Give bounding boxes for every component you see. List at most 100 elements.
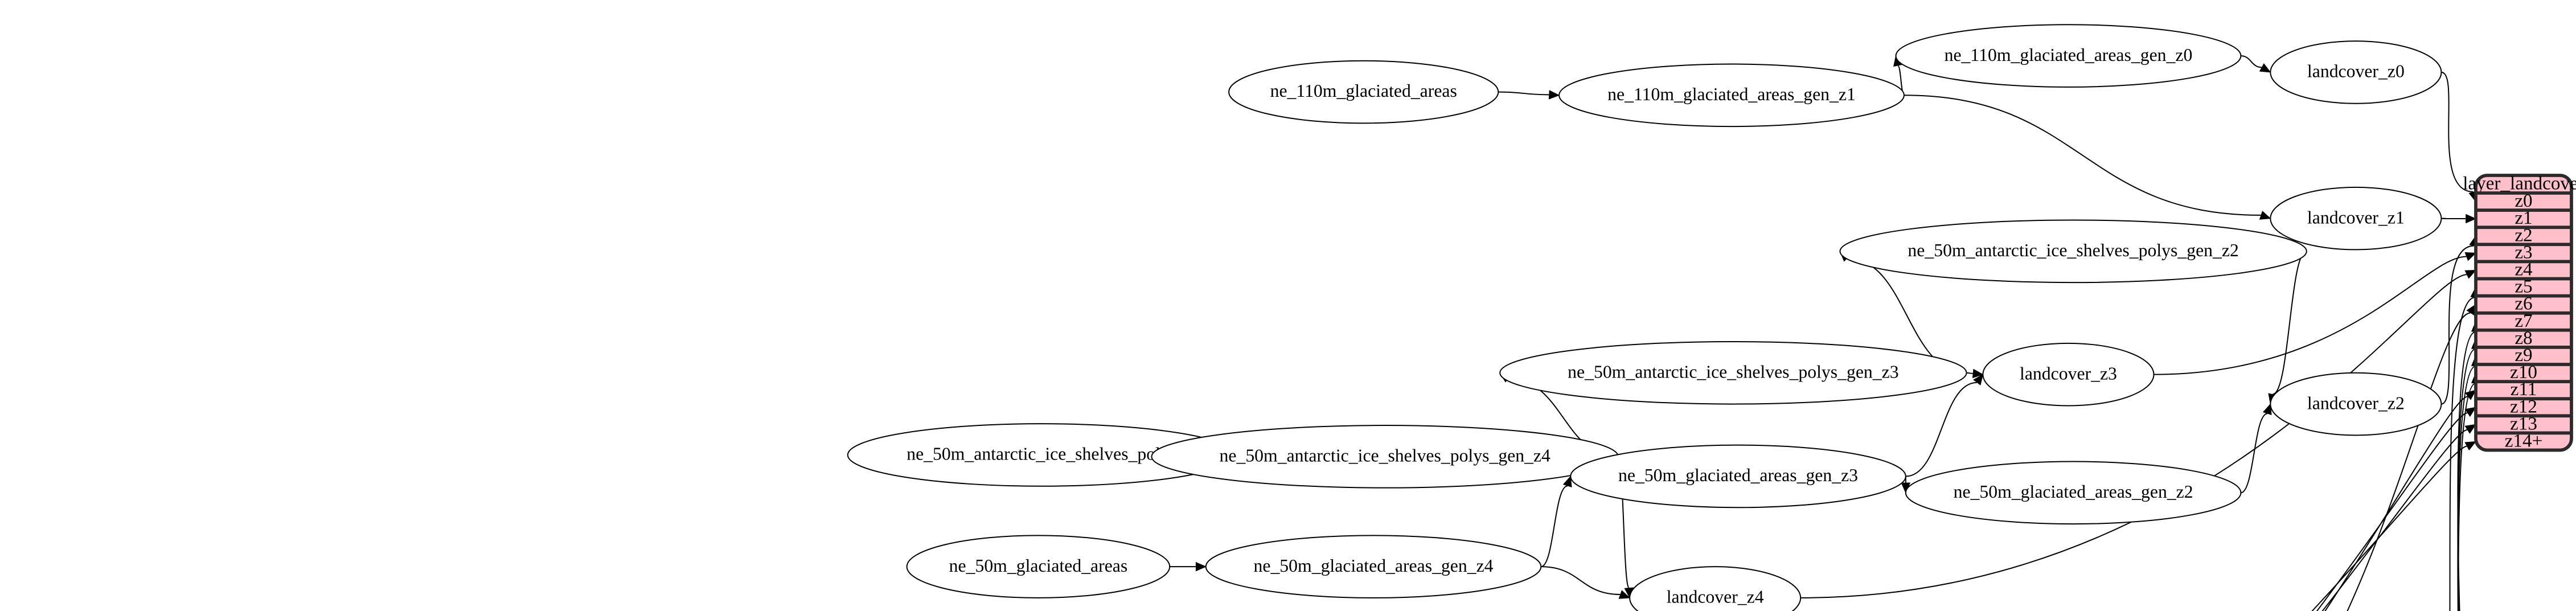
node-shape bbox=[1983, 343, 2153, 406]
node-label: ne_50m_glaciated_areas bbox=[949, 556, 1128, 576]
node-label: ne_50m_antarctic_ice_shelves_polys_gen_z… bbox=[1220, 446, 1551, 466]
node-ne_50m_glaciated_areas_gen_z2[interactable]: ne_50m_glaciated_areas_gen_z2 bbox=[1906, 462, 2241, 524]
node-ne_50m_glaciated_areas_gen_z4[interactable]: ne_50m_glaciated_areas_gen_z4 bbox=[1206, 535, 1541, 598]
node-label: landcover_z4 bbox=[1667, 587, 1764, 607]
record-row-z6[interactable]: z6 bbox=[2515, 293, 2532, 314]
edge-arrowhead bbox=[2260, 64, 2271, 72]
node-ne_110m_glaciated_areas_gen_z0[interactable]: ne_110m_glaciated_areas_gen_z0 bbox=[1896, 24, 2241, 87]
edge-osm_landcover_gen_z9-to-layer_landcover-z9 bbox=[2458, 366, 2484, 611]
edge-osm_landcover_polygon-to-layer_landcover-z14+ bbox=[335, 446, 2467, 611]
edge-landcover_z2-to-layer_landcover-z2 bbox=[2441, 246, 2474, 404]
record-node-layer-landcover[interactable]: layer_landcoverz0z1z2z3z4z5z6z7z8z9z10z1… bbox=[2463, 173, 2576, 452]
edge-arrowhead bbox=[1974, 375, 1983, 385]
node-shape bbox=[1206, 535, 1541, 598]
node-label: ne_110m_glaciated_areas_gen_z1 bbox=[1607, 84, 1856, 104]
node-label: landcover_z1 bbox=[2307, 207, 2405, 227]
node-ne_50m_antarctic_ice_shelves_polys[interactable]: ne_50m_antarctic_ice_shelves_polys bbox=[848, 424, 1236, 486]
node-shape bbox=[2270, 187, 2441, 250]
record-row-z13[interactable]: z13 bbox=[2510, 413, 2537, 434]
node-label: ne_110m_glaciated_areas_gen_z0 bbox=[1945, 45, 2193, 65]
node-ne_110m_glaciated_areas[interactable]: ne_110m_glaciated_areas bbox=[1229, 61, 1498, 124]
record-row-z8[interactable]: z8 bbox=[2515, 327, 2532, 348]
node-ne_50m_antarctic_ice_shelves_polys_gen_z4[interactable]: ne_50m_antarctic_ice_shelves_polys_gen_z… bbox=[1152, 425, 1618, 488]
edge-arrowhead bbox=[2465, 270, 2476, 278]
edge-arrowhead bbox=[2260, 211, 2271, 219]
record-row-z0[interactable]: z0 bbox=[2515, 190, 2532, 211]
record-row-z9[interactable]: z9 bbox=[2515, 345, 2532, 366]
node-ne_50m_glaciated_areas[interactable]: ne_50m_glaciated_areas bbox=[907, 535, 1170, 598]
record-row-z7[interactable]: z7 bbox=[2515, 310, 2532, 331]
edge-arrowhead bbox=[2465, 441, 2476, 450]
node-label: landcover_z3 bbox=[2020, 363, 2117, 383]
edge-ne_110m_glaciated_areas_gen_z1-to-landcover_z1 bbox=[1904, 95, 2261, 215]
edge-landcover_z6-to-layer_landcover-z6 bbox=[2154, 313, 2471, 611]
edge-ne_50m_glaciated_areas_gen_z2-to-landcover_z2 bbox=[2241, 414, 2267, 493]
record-header-label: layer_landcover bbox=[2463, 173, 2576, 194]
edge-arrowhead bbox=[2465, 252, 2476, 260]
node-shape bbox=[1896, 24, 2241, 87]
nodes-layer: imposm3osm_landcover_polygonsimplify_vw_… bbox=[0, 24, 2489, 611]
node-label: ne_50m_antarctic_ice_shelves_polys bbox=[906, 444, 1176, 464]
record-row-z4[interactable]: z4 bbox=[2515, 259, 2533, 280]
edge-osm_landcover_gen_z11-to-layer_landcover-z11 bbox=[1168, 396, 2468, 611]
node-label: landcover_z0 bbox=[2307, 61, 2405, 81]
node-ne_50m_antarctic_ice_shelves_polys_gen_z3[interactable]: ne_50m_antarctic_ice_shelves_polys_gen_z… bbox=[1500, 342, 1966, 404]
edge-osm_landcover_gen_z12-to-layer_landcover-z12 bbox=[915, 413, 2467, 611]
record-row-z12[interactable]: z12 bbox=[2510, 396, 2537, 417]
node-ne_110m_glaciated_areas_gen_z1[interactable]: ne_110m_glaciated_areas_gen_z1 bbox=[1559, 64, 1904, 126]
node-landcover_z0[interactable]: landcover_z0 bbox=[2270, 41, 2441, 104]
node-ne_50m_glaciated_areas_gen_z3[interactable]: ne_50m_glaciated_areas_gen_z3 bbox=[1570, 445, 1906, 508]
node-label: ne_50m_antarctic_ice_shelves_polys_gen_z… bbox=[1908, 240, 2238, 260]
edge-osm_landcover_gen_z10-to-layer_landcover-z10 bbox=[2458, 383, 2489, 611]
node-label: ne_50m_glaciated_areas_gen_z2 bbox=[1954, 482, 2193, 502]
edge-landcover_z0-to-layer_landcover-z0 bbox=[2441, 72, 2473, 192]
edge-arrowhead bbox=[1619, 591, 1630, 598]
edge-arrowhead bbox=[1972, 369, 1983, 378]
edge-ne_50m_glaciated_areas_gen_z4-to-landcover_z4 bbox=[1541, 567, 1620, 594]
record-row-z10[interactable]: z10 bbox=[2510, 362, 2537, 383]
edge-ne_110m_glaciated_areas-to-ne_110m_glaciated_areas_gen_z1 bbox=[1498, 92, 1549, 95]
edge-arrowhead bbox=[1549, 91, 1559, 99]
node-landcover_z3[interactable]: landcover_z3 bbox=[1983, 343, 2153, 406]
node-shape bbox=[1229, 61, 1498, 124]
node-label: ne_50m_glaciated_areas_gen_z3 bbox=[1618, 465, 1858, 485]
edge-arrowhead bbox=[1564, 476, 1572, 487]
record-row-z14plus[interactable]: z14+ bbox=[2505, 430, 2543, 452]
edge-ne_50m_glaciated_areas_gen_z3-to-landcover_z3 bbox=[1906, 383, 1977, 477]
edge-ne_50m_antarctic_ice_shelves_polys_gen_z3-to-landcover_z3 bbox=[1967, 373, 1973, 374]
edge-ne_110m_glaciated_areas_gen_z0-to-landcover_z0 bbox=[2241, 56, 2261, 67]
node-shape bbox=[1559, 64, 1904, 126]
node-shape bbox=[1500, 342, 1966, 404]
node-shape bbox=[1570, 445, 1906, 508]
record-row-z2[interactable]: z2 bbox=[2515, 224, 2532, 245]
edge-osm_landcover_gen_z8-to-layer_landcover-z8 bbox=[2458, 349, 2484, 611]
record-row-z3[interactable]: z3 bbox=[2515, 241, 2532, 263]
edge-arrowhead bbox=[2263, 404, 2271, 415]
node-shape bbox=[1906, 462, 2241, 524]
record-row-z1[interactable]: z1 bbox=[2515, 207, 2532, 228]
node-label: landcover_z2 bbox=[2307, 393, 2405, 413]
edge-ne_50m_antarctic_ice_shelves_polys_gen_z2-to-landcover_z2 bbox=[2273, 251, 2306, 394]
edge-osm_landcover_gen_z13-to-layer_landcover-z13 bbox=[698, 430, 2467, 611]
edge-arrowhead bbox=[2465, 407, 2476, 416]
record-node-layer: layer_landcoverz0z1z2z3z4z5z6z7z8z9z10z1… bbox=[2463, 173, 2576, 452]
node-landcover_z2[interactable]: landcover_z2 bbox=[2270, 373, 2441, 436]
edges-layer bbox=[79, 56, 2489, 611]
node-landcover_z1[interactable]: landcover_z1 bbox=[2270, 187, 2441, 250]
node-shape bbox=[1630, 567, 1800, 611]
record-row-z5[interactable]: z5 bbox=[2515, 276, 2532, 297]
edge-arrowhead bbox=[1196, 563, 1205, 571]
edge-landcover_z5-to-layer_landcover-z5 bbox=[2441, 297, 2475, 611]
node-label: ne_110m_glaciated_areas bbox=[1270, 81, 1457, 101]
edge-ne_50m_glaciated_areas_gen_z4-to-ne_50m_glaciated_areas_gen_z3 bbox=[1541, 486, 1567, 567]
node-ne_50m_antarctic_ice_shelves_polys_gen_z2[interactable]: ne_50m_antarctic_ice_shelves_polys_gen_z… bbox=[1840, 220, 2306, 283]
record-row-z11[interactable]: z11 bbox=[2511, 379, 2537, 400]
node-landcover_z4[interactable]: landcover_z4 bbox=[1630, 567, 1800, 611]
node-shape bbox=[2270, 373, 2441, 436]
node-label: ne_50m_glaciated_areas_gen_z4 bbox=[1254, 556, 1494, 576]
edge-osm_landcover_gen_z7-to-layer_landcover-z7 bbox=[2458, 332, 2484, 611]
node-shape bbox=[1840, 220, 2306, 283]
node-shape bbox=[2270, 41, 2441, 104]
edge-landcover_z4-to-layer_landcover-z4 bbox=[1800, 274, 2467, 598]
